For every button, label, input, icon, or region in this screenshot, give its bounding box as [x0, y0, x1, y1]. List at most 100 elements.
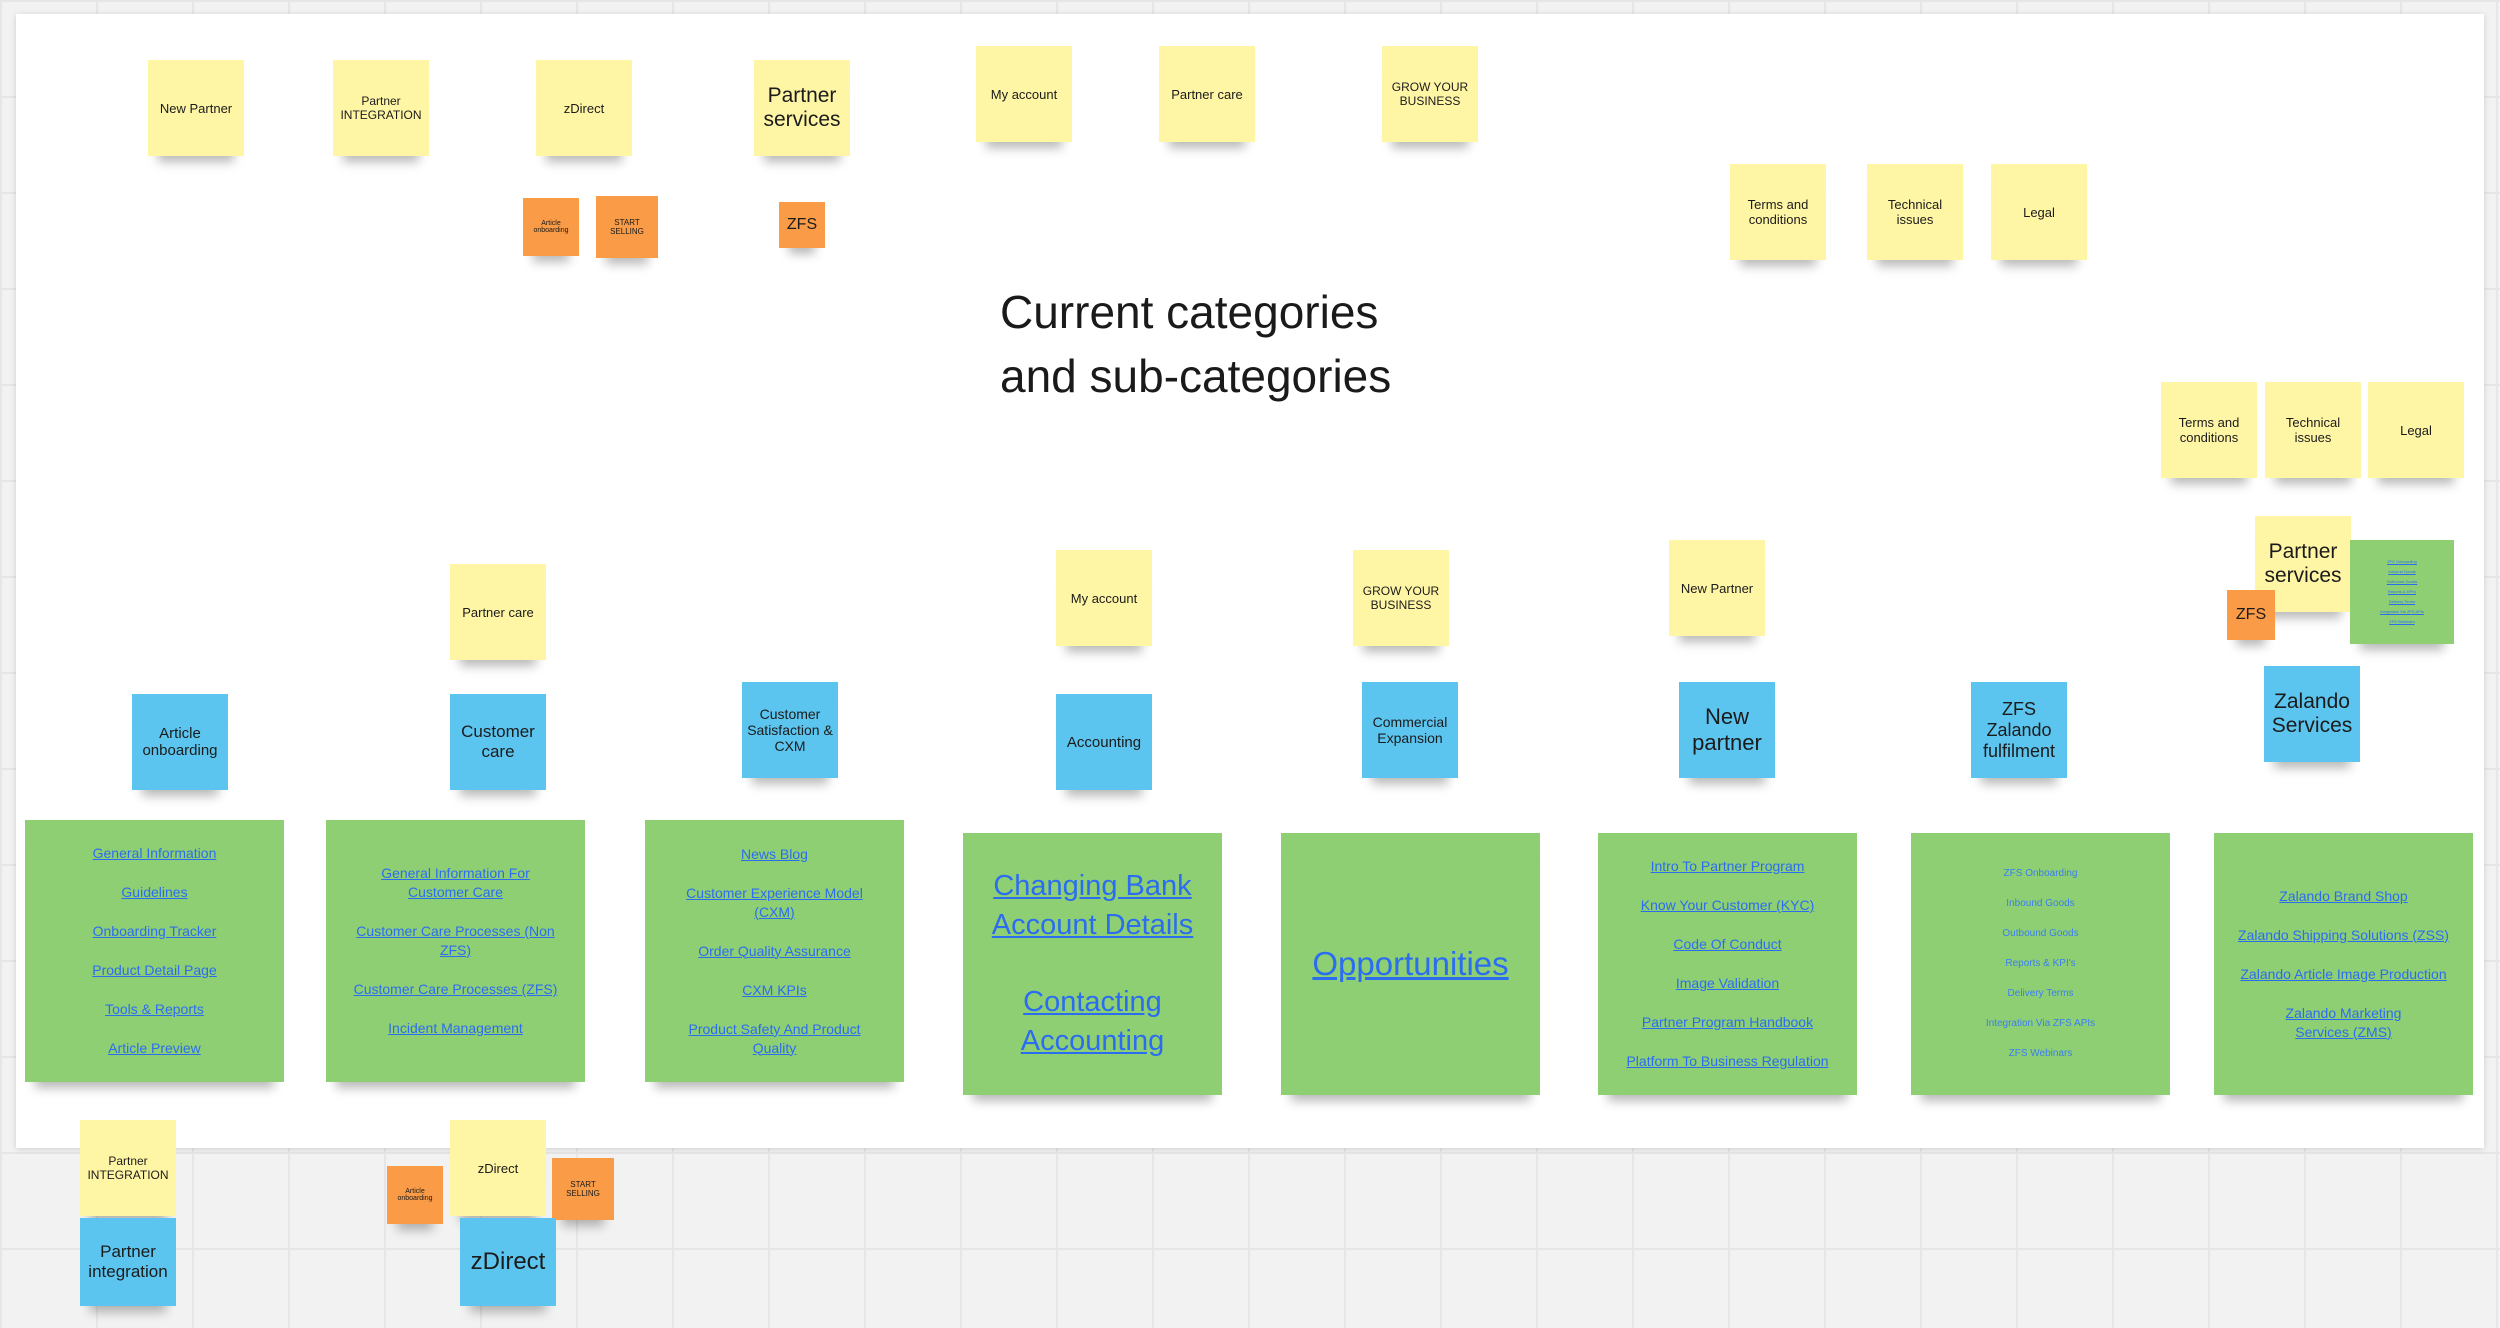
sticky-terms-and-conditions-1[interactable]: Terms and conditions	[1730, 164, 1826, 260]
subcategory-link[interactable]: Onboarding Tracker	[92, 923, 217, 939]
subcategory-link[interactable]: Incident Management	[388, 1020, 523, 1036]
sticky-technical-issues-1[interactable]: Technical issues	[1867, 164, 1963, 260]
sticky-terms-and-conditions-2[interactable]: Terms and conditions	[2161, 382, 2257, 478]
subcategory-link[interactable]: Partner Program Handbook	[1641, 1014, 1814, 1030]
subcategory-link[interactable]: Integration Via ZFS APIs	[2380, 609, 2424, 614]
subcategory-link[interactable]: ZFS Onboarding	[2003, 868, 2078, 879]
category-label: ZFS Zalando fulfilment	[1982, 698, 2056, 761]
category-zfs-zalando-fulfilment[interactable]: ZFS Zalando fulfilment	[1971, 682, 2067, 778]
subcategory-link[interactable]: General Information For Customer Care	[381, 865, 530, 900]
sticky-label: Legal	[2023, 204, 2055, 220]
subcategory-link[interactable]: Intro To Partner Program	[1650, 858, 1805, 874]
subcategory-link[interactable]: Opportunities	[1312, 945, 1509, 982]
category-zdirect[interactable]: zDirect	[460, 1218, 556, 1306]
sticky-label: Partner services	[2264, 540, 2342, 587]
subcategory-link[interactable]: Integration Via ZFS APIs	[1985, 1018, 2096, 1029]
subcategory-link[interactable]: Image Validation	[1675, 975, 1780, 991]
subcategory-link[interactable]: Inbound Goods	[2006, 898, 2075, 909]
sticky-partner-care-mid[interactable]: Partner care	[450, 564, 546, 660]
subcategory-link[interactable]: Changing Bank Account Details	[991, 870, 1194, 941]
subcategory-link[interactable]: Delivery Terms	[2007, 988, 2074, 999]
category-partner-integration[interactable]: Partner integration	[80, 1218, 176, 1306]
sticky-start-selling-top[interactable]: START SELLING	[596, 196, 658, 258]
subcategories-new-partner[interactable]: Intro To Partner Program Know Your Custo…	[1598, 833, 1857, 1095]
subcategory-link[interactable]: ZFS Onboarding	[2387, 559, 2417, 564]
sticky-partner-services-top[interactable]: Partner services	[754, 60, 850, 156]
sticky-label: zDirect	[477, 1160, 519, 1176]
subcategory-link[interactable]: Zalando Article Image Production	[2240, 965, 2447, 982]
sticky-partner-integration-bottom[interactable]: Partner INTEGRATION	[80, 1120, 176, 1216]
sticky-article-onboarding-small-top[interactable]: Article onboarding	[523, 198, 579, 256]
subcategory-link[interactable]: Product Detail Page	[92, 962, 217, 978]
subcategory-link[interactable]: CXM KPIs	[742, 981, 807, 998]
subcategories-article-onboarding[interactable]: General Information Guidelines Onboardin…	[25, 820, 284, 1082]
subcategories-customer-satisfaction[interactable]: News Blog Customer Experience Model (CXM…	[645, 820, 904, 1082]
category-label: Customer Satisfaction & CXM	[747, 706, 833, 754]
board-title-line-1: Current categories	[1000, 286, 1379, 338]
sticky-start-selling-bottom[interactable]: START SELLING	[552, 1158, 614, 1220]
sticky-partner-care-top[interactable]: Partner care	[1159, 46, 1255, 142]
subcategory-link[interactable]: Zalando Marketing Services (ZMS)	[2285, 1004, 2402, 1040]
category-label: Customer care	[461, 722, 535, 761]
subcategories-zalando-services[interactable]: Zalando Brand Shop Zalando Shipping Solu…	[2214, 833, 2473, 1095]
subcategory-link[interactable]: Zalando Shipping Solutions (ZSS)	[2238, 926, 2449, 943]
subcategory-link[interactable]: Customer Care Processes (Non ZFS)	[356, 923, 555, 958]
sticky-legal-1[interactable]: Legal	[1991, 164, 2087, 260]
subcategory-link[interactable]: Customer Experience Model (CXM)	[686, 884, 863, 920]
sticky-zdirect-bottom[interactable]: zDirect	[450, 1120, 546, 1216]
sticky-zdirect-top[interactable]: zDirect	[536, 60, 632, 156]
category-label: New partner	[1692, 704, 1762, 755]
sticky-label: Article onboarding	[397, 1188, 433, 1202]
subcategory-link[interactable]: Reports & KPI's	[2387, 589, 2417, 594]
category-zalando-services[interactable]: Zalando Services	[2264, 666, 2360, 762]
sticky-technical-issues-2[interactable]: Technical issues	[2265, 382, 2361, 478]
sticky-zfs-right[interactable]: ZFS	[2227, 590, 2275, 640]
category-label: Zalando Services	[2271, 690, 2353, 737]
sticky-my-account-mid[interactable]: My account	[1056, 550, 1152, 646]
subcategories-accounting[interactable]: Changing Bank Account Details Contacting…	[963, 833, 1222, 1095]
sticky-partner-integration-top[interactable]: Partner INTEGRATION	[333, 60, 429, 156]
subcategory-link[interactable]: Order Quality Assurance	[698, 942, 851, 959]
category-customer-satisfaction[interactable]: Customer Satisfaction & CXM	[742, 682, 838, 778]
category-accounting[interactable]: Accounting	[1056, 694, 1152, 790]
sticky-grow-your-business-top[interactable]: GROW YOUR BUSINESS	[1382, 46, 1478, 142]
subcategories-customer-care[interactable]: General Information For Customer Care Cu…	[326, 820, 585, 1082]
subcategory-link[interactable]: General Information	[92, 845, 217, 861]
subcategory-link[interactable]: Reports & KPI's	[2005, 958, 2076, 969]
sticky-label: ZFS	[786, 216, 818, 233]
subcategory-link[interactable]: Platform To Business Regulation	[1626, 1053, 1829, 1069]
subcategory-link[interactable]: Code Of Conduct	[1673, 936, 1782, 952]
sticky-grow-your-business-mid[interactable]: GROW YOUR BUSINESS	[1353, 550, 1449, 646]
subcategory-link[interactable]: ZFS Webinars	[2389, 619, 2415, 624]
subcategory-link[interactable]: Article Preview	[108, 1040, 201, 1056]
subcategories-commercial-expansion[interactable]: Opportunities	[1281, 833, 1540, 1095]
subcategory-link[interactable]: ZFS Webinars	[2008, 1048, 2073, 1059]
category-new-partner[interactable]: New partner	[1679, 682, 1775, 778]
sticky-my-account-top[interactable]: My account	[976, 46, 1072, 142]
sticky-zfs-top[interactable]: ZFS	[779, 202, 825, 248]
category-article-onboarding[interactable]: Article onboarding	[132, 694, 228, 790]
subcategory-link[interactable]: News Blog	[741, 845, 808, 862]
sticky-label: My account	[990, 86, 1058, 102]
subcategory-link[interactable]: Product Safety And Product Quality	[688, 1020, 861, 1056]
subcategories-zfs[interactable]: ZFS Onboarding Inbound Goods Outbound Go…	[1911, 833, 2170, 1095]
category-commercial-expansion[interactable]: Commercial Expansion	[1362, 682, 1458, 778]
subcategory-link[interactable]: Guidelines	[121, 884, 188, 900]
subcategory-link[interactable]: Outbound Goods	[2002, 928, 2079, 939]
sticky-new-partner-mid[interactable]: New Partner	[1669, 540, 1765, 636]
subcategory-link[interactable]: Customer Care Processes (ZFS)	[353, 981, 558, 997]
subcategory-link[interactable]: Tools & Reports	[105, 1001, 204, 1017]
sticky-zfs-subcategories-small[interactable]: ZFS Onboarding Inbound Goods Outbound Go…	[2350, 540, 2454, 644]
subcategory-link[interactable]: Inbound Goods	[2388, 569, 2416, 574]
category-customer-care[interactable]: Customer care	[450, 694, 546, 790]
subcategory-link[interactable]: Contacting Accounting	[1020, 986, 1165, 1057]
subcategory-link[interactable]: Delivery Terms	[2388, 599, 2416, 604]
subcategory-link[interactable]: Know Your Customer (KYC)	[1640, 897, 1815, 913]
sticky-legal-2[interactable]: Legal	[2368, 382, 2464, 478]
sticky-article-onboarding-small-bottom[interactable]: Article onboarding	[387, 1166, 443, 1224]
sticky-label: New Partner	[159, 100, 233, 116]
subcategory-link[interactable]: Outbound Goods	[2386, 579, 2418, 584]
subcategory-link[interactable]: Zalando Brand Shop	[2279, 887, 2408, 904]
board-title[interactable]: Current categories and sub-categories	[1000, 280, 1560, 408]
sticky-new-partner-top[interactable]: New Partner	[148, 60, 244, 156]
